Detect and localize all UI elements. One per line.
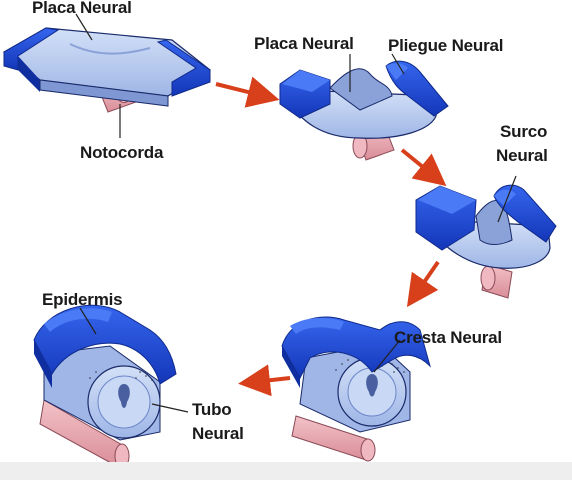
- label-tubo-neural-1: Tubo: [192, 400, 232, 419]
- arrow-4: [238, 364, 291, 397]
- label-surco-neural-1: Surco: [500, 122, 548, 141]
- label-placa-neural-1: Placa Neural: [32, 0, 132, 17]
- label-placa-neural-2: Placa Neural: [254, 34, 354, 53]
- stage-neural-tube: [33, 304, 189, 469]
- arrow-2: [400, 148, 447, 187]
- label-notocorda: Notocorda: [80, 143, 164, 162]
- label-tubo-neural-2: Neural: [192, 424, 244, 443]
- stage-neural-plate: [2, 13, 212, 138]
- label-epidermis: Epidermis: [42, 290, 123, 309]
- arrow-1: [215, 76, 280, 108]
- notochord-4: [291, 415, 376, 462]
- arrow-3: [406, 260, 440, 308]
- stage-neural-groove: [415, 175, 557, 299]
- bottom-strip: [0, 462, 572, 480]
- label-surco-neural-2: Neural: [496, 146, 548, 165]
- stage-neural-crest: [281, 316, 431, 462]
- label-cresta-neural: Cresta Neural: [394, 328, 502, 347]
- stage-neural-fold: [279, 53, 449, 161]
- label-pliegue-neural: Pliegue Neural: [388, 36, 504, 55]
- notochord-3: [480, 263, 513, 299]
